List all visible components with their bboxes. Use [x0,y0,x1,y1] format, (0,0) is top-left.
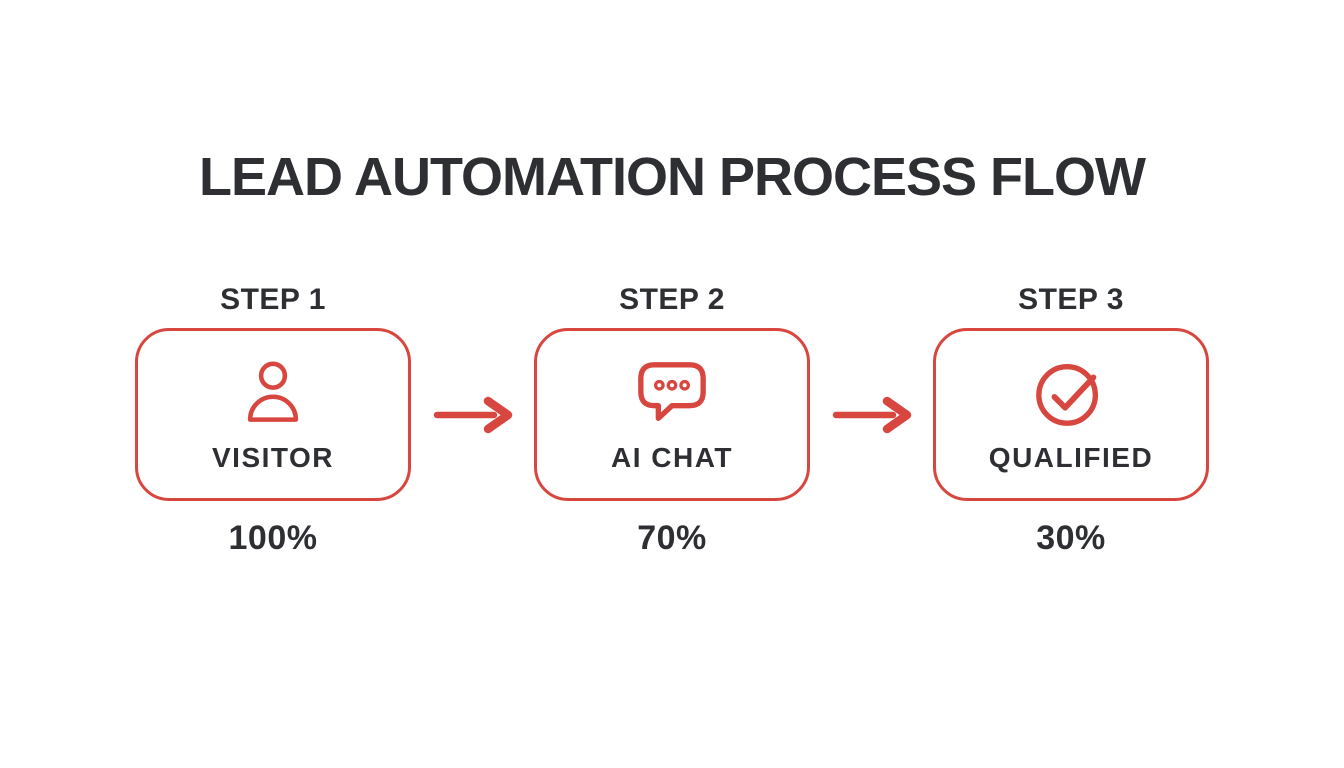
process-flow: STEP 1 VISITOR 100% STEP 2 [0,283,1344,558]
page-title: LEAD AUTOMATION PROCESS FLOW [199,147,1146,207]
step-2-column: STEP 2 AI CHAT 70% [534,283,810,558]
step-3-box: QUALIFIED [933,328,1209,501]
step-1-column: STEP 1 VISITOR 100% [135,283,411,558]
person-icon [241,356,305,432]
step-3-column: STEP 3 QUALIFIED 30% [933,283,1209,558]
chat-bubble-icon [631,356,713,432]
step-2-box-label: AI CHAT [611,441,733,473]
step-2-percent: 70% [637,519,707,557]
step-1-percent: 100% [228,519,318,557]
step-1-box-label: VISITOR [211,441,334,473]
arrow-right-icon [810,395,933,435]
step-1-box: VISITOR [135,328,411,501]
step-2-label: STEP 2 [619,283,725,316]
step-3-label: STEP 3 [1018,283,1124,316]
step-3-percent: 30% [1036,519,1106,557]
step-3-box-label: QUALIFIED [988,441,1154,473]
check-circle-icon [1032,356,1110,432]
step-2-box: AI CHAT [534,328,810,501]
arrow-right-icon [411,395,534,435]
step-1-label: STEP 1 [220,283,326,316]
